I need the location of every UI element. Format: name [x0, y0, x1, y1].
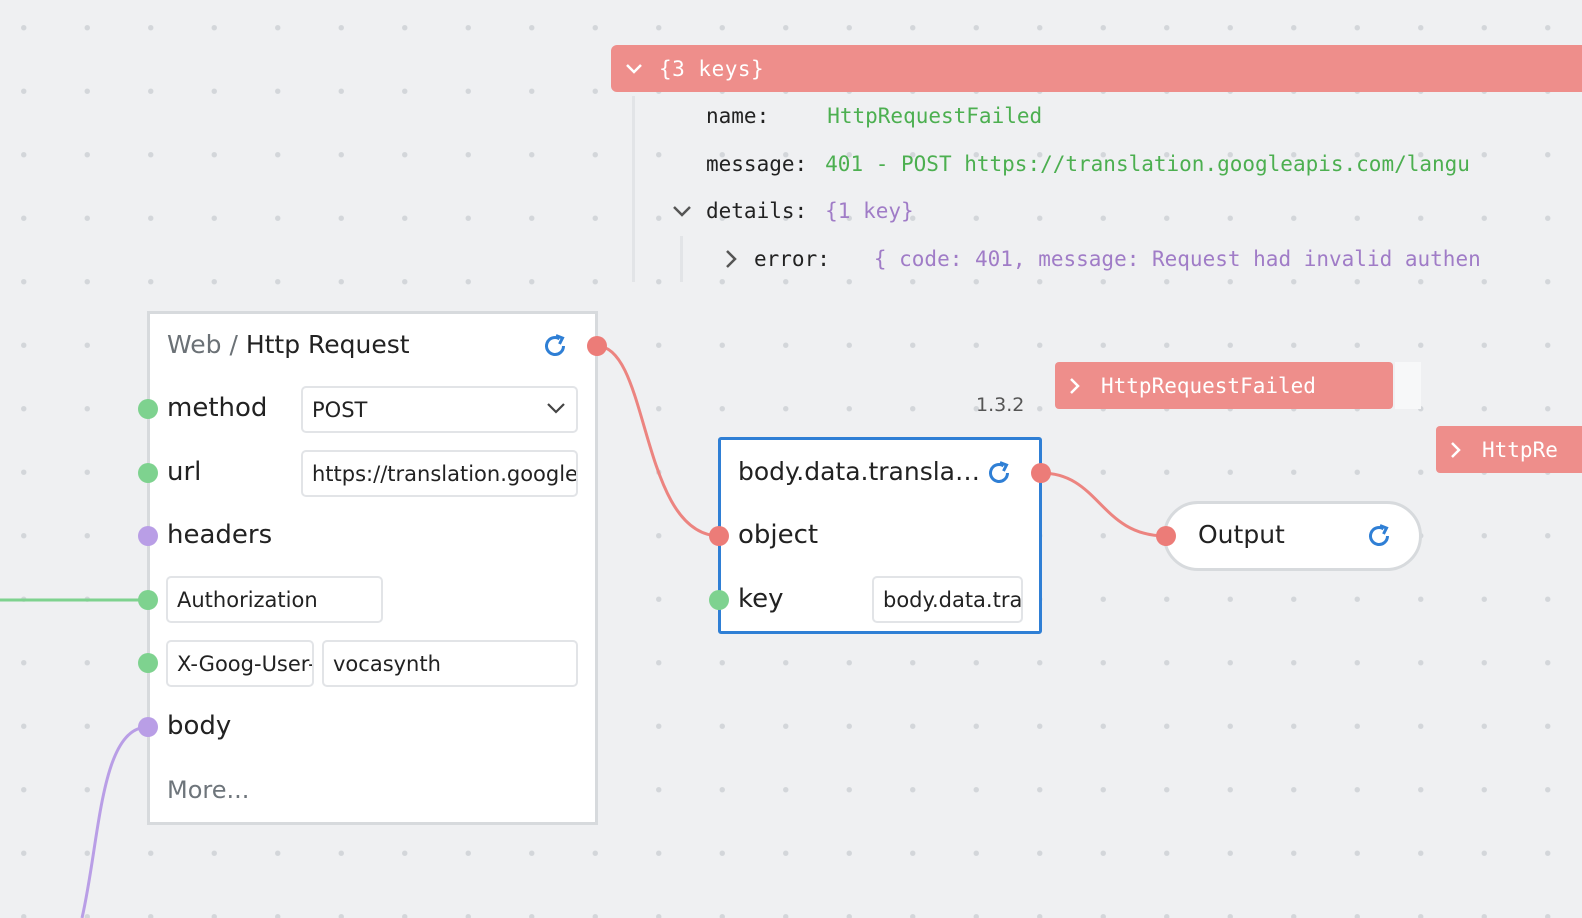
header-value-input[interactable]: vocasynth	[322, 640, 578, 687]
url-label: url	[167, 457, 202, 487]
row-value: HttpRequestFailed	[827, 104, 1043, 128]
error-tag-output[interactable]: HttpRe	[1436, 426, 1582, 473]
inspector-row-details[interactable]: details: {1 key}	[706, 199, 914, 223]
header-key-input[interactable]: X-Goog-User-	[166, 640, 314, 687]
transform-output-port[interactable]	[1031, 463, 1051, 483]
error-tag-label: HttpRequestFailed	[1101, 373, 1316, 398]
header-key-input[interactable]: Authorization	[166, 576, 383, 623]
chevron-down-icon[interactable]	[625, 63, 647, 75]
header-user-project-port[interactable]	[138, 653, 158, 673]
more-link[interactable]: More...	[167, 776, 250, 804]
row-value: { code: 401, message: Request had invali…	[873, 247, 1481, 271]
inspector-header-label: {3 keys}	[659, 56, 765, 81]
output-node[interactable]	[1163, 501, 1422, 571]
version-label: 1.3.2	[976, 394, 1025, 416]
row-value: {1 key}	[825, 199, 914, 223]
refresh-icon[interactable]	[1366, 523, 1392, 549]
row-key: details:	[706, 199, 808, 223]
headers-port[interactable]	[138, 526, 158, 546]
output-input-port[interactable]	[1156, 526, 1176, 546]
inspector-row-message: message: 401 - POST https://translation.…	[706, 152, 1470, 176]
header-key-value: Authorization	[177, 587, 318, 612]
error-tag-scroll-gap	[1395, 362, 1421, 409]
header-value: vocasynth	[333, 651, 441, 676]
inspector-row-name: name: HttpRequestFailed	[706, 104, 1042, 128]
node-name: Http Request	[245, 330, 410, 359]
key-port[interactable]	[709, 590, 729, 610]
url-input[interactable]: https://translation.google	[301, 450, 578, 497]
error-tag-label: HttpRe	[1482, 437, 1558, 462]
key-input[interactable]: body.data.tra	[872, 576, 1023, 623]
row-value: 401 - POST https://translation.googleapi…	[825, 152, 1470, 176]
output-label: Output	[1198, 520, 1285, 549]
wire-transform-to-output	[1040, 471, 1167, 538]
error-tag-transform[interactable]: HttpRequestFailed	[1055, 362, 1393, 409]
tree-guide-details	[680, 236, 683, 282]
header-key-value: X-Goog-User-	[177, 651, 314, 676]
key-label: key	[738, 584, 784, 614]
url-value: https://translation.google	[312, 461, 578, 486]
chevron-down-icon	[547, 403, 565, 414]
object-port[interactable]	[709, 526, 729, 546]
method-label: method	[167, 393, 268, 423]
method-select[interactable]: POST	[301, 386, 578, 433]
refresh-icon[interactable]	[542, 333, 568, 359]
transform-title: body.data.transla…	[738, 457, 981, 486]
inspector-row-error[interactable]: error: { code: 401, message: Request had…	[754, 247, 1481, 271]
url-port[interactable]	[138, 463, 158, 483]
object-label: object	[738, 520, 819, 550]
node-breadcrumb: Web /	[167, 330, 238, 359]
chevron-right-icon[interactable]	[720, 248, 742, 270]
body-port[interactable]	[138, 717, 158, 737]
http-output-port[interactable]	[587, 336, 607, 356]
header-authorization-port[interactable]	[138, 590, 158, 610]
row-key: error:	[754, 247, 830, 271]
headers-label: headers	[167, 520, 273, 550]
row-key: message:	[706, 152, 808, 176]
tree-guide-root	[632, 96, 635, 282]
method-port[interactable]	[138, 399, 158, 419]
inspector-header[interactable]: {3 keys}	[611, 45, 1582, 92]
chevron-down-icon[interactable]	[671, 200, 693, 222]
method-value: POST	[312, 397, 368, 422]
chevron-right-icon	[1450, 441, 1468, 459]
row-key: name:	[706, 104, 770, 128]
chevron-right-icon	[1069, 377, 1087, 395]
wire-body-input	[80, 725, 149, 918]
body-label: body	[167, 711, 232, 741]
key-value: body.data.tra	[883, 587, 1023, 612]
node-title: Web / Http Request	[167, 330, 410, 359]
wire-http-to-object	[596, 344, 721, 538]
refresh-icon[interactable]	[986, 460, 1012, 486]
